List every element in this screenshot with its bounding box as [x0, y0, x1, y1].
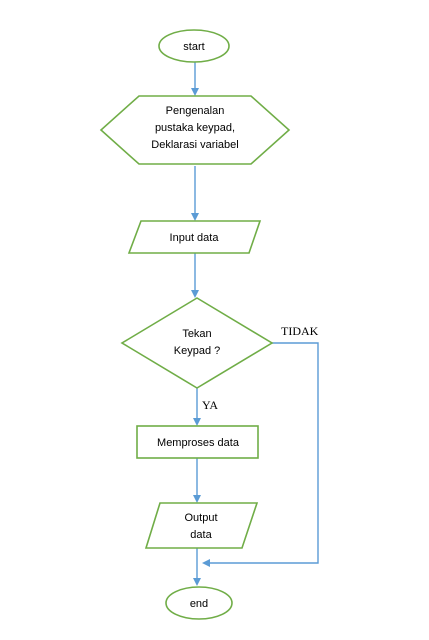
decision-label-line-2: Keypad ?	[174, 345, 220, 357]
end-terminator-shape	[165, 586, 233, 620]
edge-decision-no-loop	[202, 342, 319, 567]
input-data-shape	[127, 220, 262, 254]
init-preparation-shape	[99, 95, 291, 165]
decision-label-line-1: Tekan	[182, 328, 211, 340]
yes-branch-label: YA	[202, 398, 218, 412]
process-label: Memproses data	[157, 437, 240, 449]
no-branch-label: TIDAK	[281, 324, 319, 338]
start-label: start	[183, 41, 204, 53]
output-label-line-1: Output	[184, 512, 217, 524]
input-label: Input data	[170, 232, 220, 244]
start-node: start	[158, 29, 230, 63]
init-label-line-3: Deklarasi variabel	[151, 139, 238, 151]
end-node: end	[165, 586, 233, 620]
init-label-line-1: Pengenalan	[166, 105, 225, 117]
init-label-line-2: pustaka keypad,	[155, 122, 235, 134]
output-data-shape	[144, 502, 259, 549]
process-node: Memproses data	[136, 425, 259, 459]
input-node: Input data	[127, 220, 262, 254]
decision-node: Tekan Keypad ?	[120, 297, 274, 389]
output-node: Output data	[144, 502, 259, 549]
init-node: Pengenalan pustaka keypad, Deklarasi var…	[99, 95, 291, 165]
decision-shape	[120, 297, 274, 389]
end-label: end	[190, 598, 208, 610]
output-label-line-2: data	[190, 529, 212, 541]
process-shape	[136, 425, 259, 459]
start-terminator-shape	[158, 29, 230, 63]
